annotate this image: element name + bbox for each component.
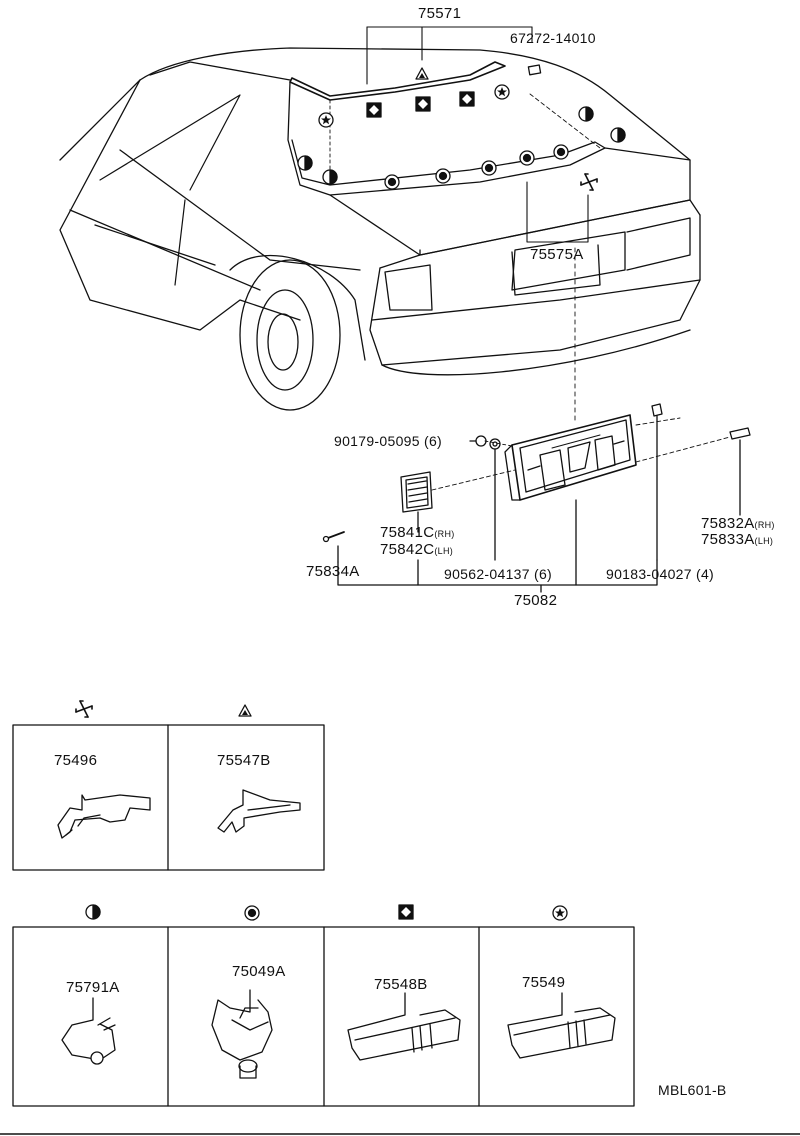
clip-label-75791A: 75791A bbox=[66, 979, 120, 996]
clip-panels-row2-art bbox=[12, 904, 635, 1107]
label-90562-04137: 90562-04137 (6) bbox=[444, 566, 553, 582]
clip-label-75049A: 75049A bbox=[232, 963, 286, 980]
label-67272-14010: 67272-14010 bbox=[510, 30, 596, 46]
label-75841C: 75841C(RH) bbox=[380, 524, 455, 541]
clip-label-75548B: 75548B bbox=[374, 976, 428, 993]
label-75842C: 75842C(LH) bbox=[380, 541, 454, 558]
clip-panels-row1-art bbox=[12, 700, 325, 871]
label-75833A: 75833A(LH) bbox=[701, 531, 774, 548]
top-leaders bbox=[366, 26, 601, 243]
label-75571: 75571 bbox=[418, 5, 462, 22]
clip-label-75496: 75496 bbox=[54, 752, 98, 769]
license-panel-assembly bbox=[322, 247, 751, 593]
car-illustration bbox=[59, 47, 701, 411]
clip-label-75547B: 75547B bbox=[217, 752, 271, 769]
car-clip-markers bbox=[297, 64, 626, 191]
label-75575A: 75575A bbox=[530, 246, 584, 263]
drawing-code: MBL601-B bbox=[658, 1082, 727, 1098]
clip-label-75549: 75549 bbox=[522, 974, 566, 991]
label-75832A: 75832A(RH) bbox=[701, 515, 775, 532]
label-90183-04027: 90183-04027 (4) bbox=[606, 566, 715, 582]
label-90179-05095: 90179-05095 (6) bbox=[334, 433, 443, 449]
label-75082: 75082 bbox=[514, 592, 558, 609]
label-75834A: 75834A bbox=[306, 563, 360, 580]
